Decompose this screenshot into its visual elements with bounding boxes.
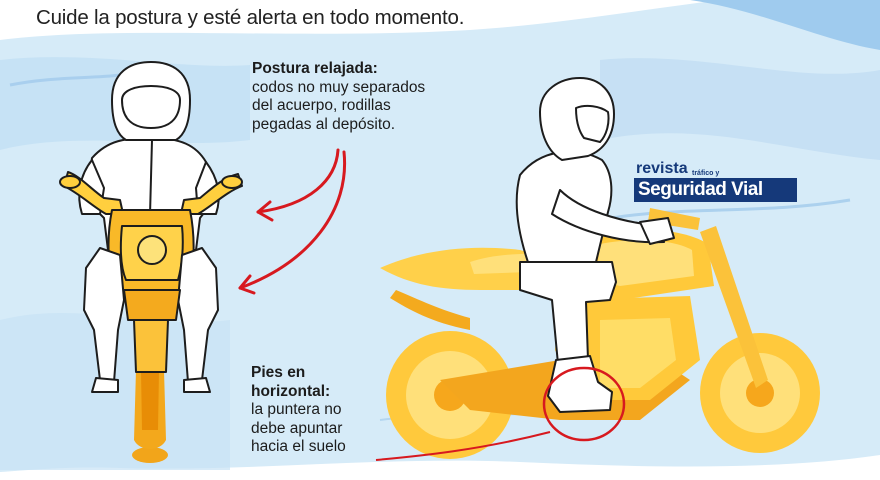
highlight-circle — [375, 366, 626, 461]
curved-arrow-icon — [238, 148, 347, 295]
callout-feet-line: la puntera no — [251, 401, 342, 418]
callout-posture: Postura relajada: codos no muy separados… — [252, 60, 425, 134]
side-motorcycle-rider-illustration — [380, 77, 820, 459]
callout-posture-line: del acuerpo, rodillas — [252, 97, 391, 114]
headline: Cuide la postura y esté alerta en todo m… — [36, 6, 465, 29]
callout-posture-line: pegadas al depósito. — [252, 115, 396, 133]
front-motorcycle-rider-illustration — [59, 61, 243, 463]
logo-line1: revista — [636, 160, 688, 177]
callout-feet-title: Pies en — [251, 364, 306, 381]
logo-line2: Seguridad Vial — [638, 179, 763, 200]
callout-posture-title: Postura relajada: — [252, 60, 378, 77]
magazine-logo: revista tráfico y Seguridad Vial — [634, 160, 799, 204]
callout-feet-title: horizontal: — [251, 382, 331, 400]
logo-line1-small: tráfico y — [692, 170, 720, 177]
callout-feet-line: hacia el suelo — [251, 438, 346, 455]
callout-posture-line: codos no muy separados — [252, 78, 426, 96]
callout-feet-line: debe apuntar — [251, 419, 343, 437]
logo-bar — [634, 178, 797, 202]
callout-feet: Pies en horizontal: la puntera no debe a… — [251, 364, 346, 457]
